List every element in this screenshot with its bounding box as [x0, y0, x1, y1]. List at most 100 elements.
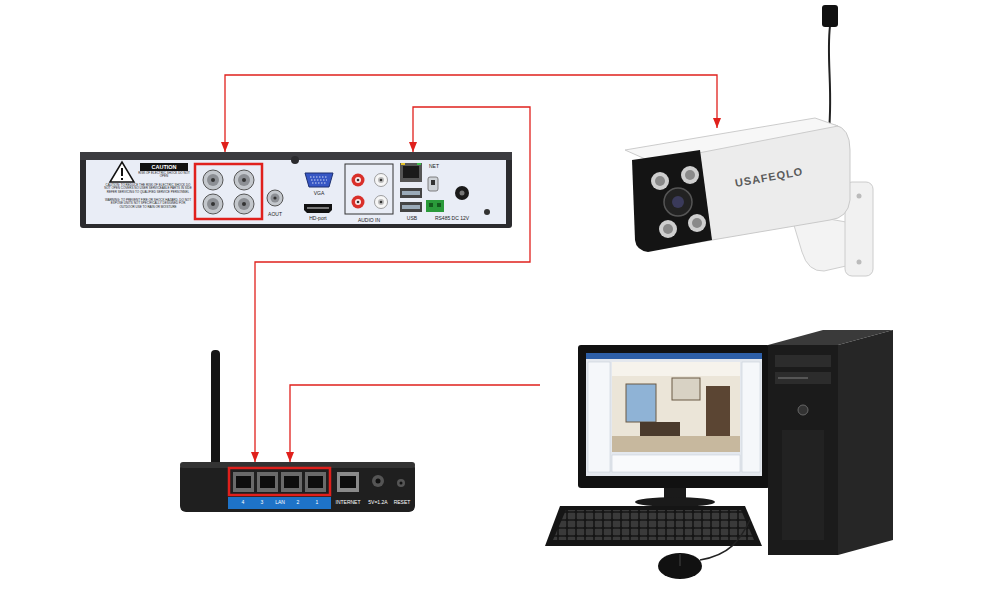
- router-part: [236, 476, 251, 488]
- hdmi-connector: [304, 204, 332, 213]
- vga-connector: [305, 173, 333, 187]
- rs485-power-part: [484, 209, 490, 215]
- port-label: INTERNET: [333, 498, 363, 506]
- router-part: [233, 472, 254, 492]
- net-port: [400, 163, 422, 182]
- vga-connector-part: [310, 177, 328, 183]
- camera-body-part: [681, 166, 699, 184]
- computer-monitor-part: [588, 362, 610, 472]
- bnc-inputs-part: [242, 202, 246, 206]
- vga-connector-part: [305, 173, 333, 187]
- mouse-part: [680, 554, 681, 566]
- router: [180, 350, 415, 512]
- computer-monitor-part: [672, 378, 700, 400]
- ip-camera: USAFEQLO: [625, 128, 853, 253]
- computer-monitor-part: [578, 345, 770, 488]
- router-part: [281, 472, 302, 492]
- audio-in-jacks-part: [352, 196, 365, 209]
- usb-ports-part: [402, 205, 420, 209]
- computer-tower-part: [838, 330, 893, 555]
- audio-in-jacks-part: [345, 164, 393, 214]
- computer-monitor-part: [626, 384, 656, 422]
- usb-ports: [400, 188, 422, 212]
- rs485-power-part: [460, 191, 465, 196]
- port-label: AOUT: [263, 211, 287, 217]
- dvr-rear-panel-part: [80, 152, 512, 228]
- bnc-inputs-part: [203, 194, 223, 214]
- computer-tower: [768, 330, 893, 555]
- bnc-inputs-part: [203, 170, 223, 190]
- mouse-part: [658, 553, 702, 579]
- dvr-rear-panel-part: [121, 178, 123, 180]
- audio-in-jacks-part: [380, 201, 383, 204]
- computer-tower-part: [775, 372, 831, 384]
- net-port-part: [401, 163, 405, 165]
- bnc-inputs-part: [238, 198, 250, 210]
- computer-tower-part: [782, 430, 824, 540]
- audio-in-jacks-part: [380, 179, 383, 182]
- computer-monitor-part: [612, 455, 740, 472]
- camera-body-part: [688, 214, 706, 232]
- computer-monitor-part: [742, 362, 760, 472]
- rs485-power-part: [431, 180, 435, 185]
- dvr-rear-panel-part: [291, 156, 299, 164]
- camera-body-part: [625, 118, 838, 162]
- audio-in-jacks-part: [378, 177, 384, 183]
- rs485-power: [426, 177, 490, 215]
- camera-bracket-part: [857, 194, 862, 199]
- port-label: 4: [236, 498, 250, 506]
- computer: [540, 330, 895, 592]
- computer-monitor-part: [640, 422, 680, 436]
- port-label: LAN: [271, 498, 289, 506]
- aout-connector-part: [267, 190, 283, 206]
- aout-connector-part: [271, 194, 280, 203]
- port-label: RS485 DC 12V: [424, 215, 480, 221]
- net-port-part: [403, 166, 419, 178]
- bnc-inputs-part: [207, 174, 219, 186]
- aout-connector-part: [273, 196, 276, 199]
- router-part: [372, 475, 384, 487]
- computer-tower-part: [778, 377, 808, 379]
- audio-in-jacks-part: [355, 199, 361, 205]
- router-part: [211, 350, 220, 466]
- bnc-inputs: [195, 164, 262, 219]
- rs485-power-part: [455, 186, 469, 200]
- router-part: [257, 472, 278, 492]
- router-part: [400, 482, 403, 485]
- dvr-rear-panel-part: [121, 168, 123, 176]
- rs485-power-part: [428, 177, 438, 191]
- camera-body-part: [692, 218, 702, 228]
- dvr-rear-panel: CAUTIONRISK OF ELECTRIC SHOCK DO NOT OPE…: [80, 152, 512, 228]
- bnc-inputs-part: [211, 178, 215, 182]
- router: 43LAN21INTERNET5V=1.2ARESET: [180, 462, 415, 512]
- net-port-part: [400, 163, 422, 182]
- camera-body-part: [651, 172, 669, 190]
- camera-antenna: [822, 5, 838, 140]
- warning-text: CAUTION: TO REDUCE THE RISK OF ELECTRIC …: [104, 184, 192, 194]
- computer-monitor-part: [612, 362, 740, 452]
- usb-ports-part: [400, 202, 422, 212]
- dvr-rear-panel-part: [110, 162, 134, 182]
- port-label: RESET: [392, 498, 412, 506]
- bnc-inputs-part: [207, 198, 219, 210]
- rs485-power-part: [429, 203, 433, 207]
- computer-monitor-part: [586, 353, 762, 359]
- keyboard-part: [553, 510, 754, 540]
- camera-body: [625, 118, 850, 252]
- camera-antenna-part: [822, 5, 838, 27]
- connector-arrow: [225, 75, 717, 152]
- computer-tower-part: [768, 345, 838, 555]
- hdmi-connector-part: [304, 204, 332, 213]
- router-part: [397, 479, 405, 487]
- camera-body-part: [632, 150, 712, 252]
- port-label: NET: [424, 163, 444, 169]
- aout-connector: [267, 190, 283, 206]
- router-part: [376, 479, 381, 484]
- router-part: [284, 476, 299, 488]
- router-part: [337, 472, 359, 492]
- router-part: [305, 472, 326, 492]
- brand-label: USAFEQLO: [726, 163, 811, 191]
- camera-body-part: [664, 188, 692, 216]
- camera-body-part: [685, 170, 695, 180]
